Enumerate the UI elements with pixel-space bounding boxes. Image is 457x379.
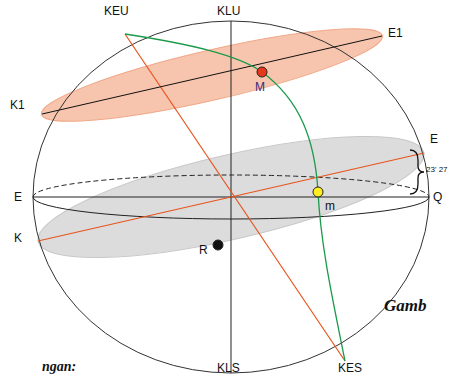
caption-fragment: Gamb [384,296,427,316]
parallel-diameter [42,36,382,114]
point-m-upper [257,67,267,77]
meridian-arc [125,34,345,361]
parallel-end-label: E1 [388,26,403,40]
ecliptic-axis [125,34,345,361]
point-label: M [255,80,265,94]
equator-end-label: E [14,190,22,204]
angle-brace [410,150,424,194]
angle-value: 23' 27 [426,165,448,175]
equator-end-label: Q [433,190,442,204]
point-m-lower [313,187,323,197]
ecliptic-end-label: E [430,132,438,146]
celestial-north-pole-label: KLU [217,4,240,18]
parallel-end-label: K1 [10,98,25,112]
ecliptic-diameter [38,153,424,241]
ecliptic-north-pole-label: KEU [104,4,129,18]
point-r [213,240,223,250]
celestial-south-pole-label: KLS [217,361,240,375]
sphere-outline [33,21,429,373]
ecliptic-south-pole-label: KES [338,361,362,375]
caption-fragment: ngan: [42,358,76,375]
ecliptic-end-label: K [14,231,22,245]
point-label: R [199,243,208,257]
point-label: m [325,199,335,213]
